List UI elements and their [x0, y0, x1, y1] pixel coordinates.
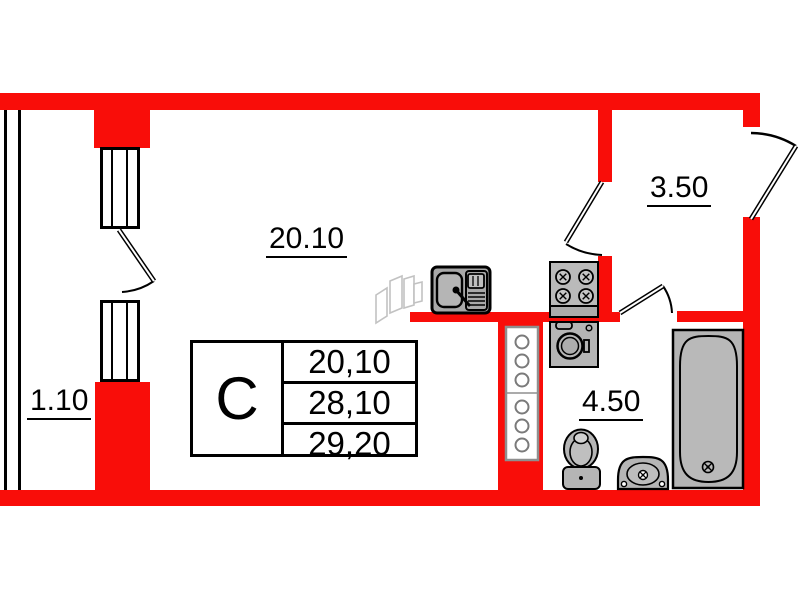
- balcony-door-icon: [116, 228, 157, 293]
- stove-icon: [549, 261, 599, 318]
- wall-right-lower: [743, 217, 760, 490]
- window-pane-line: [111, 150, 113, 226]
- bathroom-door-icon: [618, 283, 673, 316]
- wall-top: [0, 93, 760, 110]
- hallway-area-label: 3.50: [647, 172, 712, 207]
- balcony-area-label: 1.10: [27, 385, 92, 420]
- window-pane-line: [126, 303, 128, 379]
- window-lower: [100, 300, 140, 382]
- drain-icon: [637, 469, 649, 481]
- wall-hallway-bottom: [677, 311, 760, 322]
- window-upper: [100, 147, 140, 229]
- wall-bottom: [0, 490, 760, 506]
- wash-basin-icon: [616, 455, 670, 491]
- wall-living-door-upper: [598, 110, 612, 182]
- living-room-area-label: 20.10: [266, 223, 348, 258]
- balcony-glazing-line-inner: [18, 110, 21, 490]
- bathtub-icon: [671, 328, 745, 490]
- apartment-area-value: 28,10: [284, 381, 415, 422]
- bathroom-area-label: 4.50: [579, 386, 644, 421]
- balcony-glazing-line-outer: [4, 110, 7, 490]
- living-area-value: 20,10: [308, 343, 391, 380]
- living-room-door-icon: [563, 180, 605, 256]
- apartment-areas-column: 20,10 28,10 29,20: [284, 343, 415, 462]
- toilet-icon: [562, 428, 601, 490]
- total-area-value: 29,20: [284, 422, 415, 463]
- apartment-info-table: С 20,10 28,10 29,20: [190, 340, 418, 462]
- washing-machine-icon: [549, 321, 599, 368]
- window-pane-line: [111, 303, 113, 379]
- apartment-type-cell: С: [193, 343, 284, 454]
- drain-icon: [701, 460, 715, 474]
- pier-balcony-top: [94, 110, 150, 148]
- kitchen-sink-icon: [430, 265, 492, 315]
- wall-living-door-lower: [598, 256, 612, 322]
- pier-balcony-bottom: [95, 382, 150, 490]
- wall-right-upper: [743, 110, 760, 127]
- window-pane-line: [126, 150, 128, 226]
- supply-vent-icon: [375, 274, 423, 325]
- ventilation-shaft-icon: [504, 325, 540, 462]
- entrance-door-icon: [748, 131, 799, 221]
